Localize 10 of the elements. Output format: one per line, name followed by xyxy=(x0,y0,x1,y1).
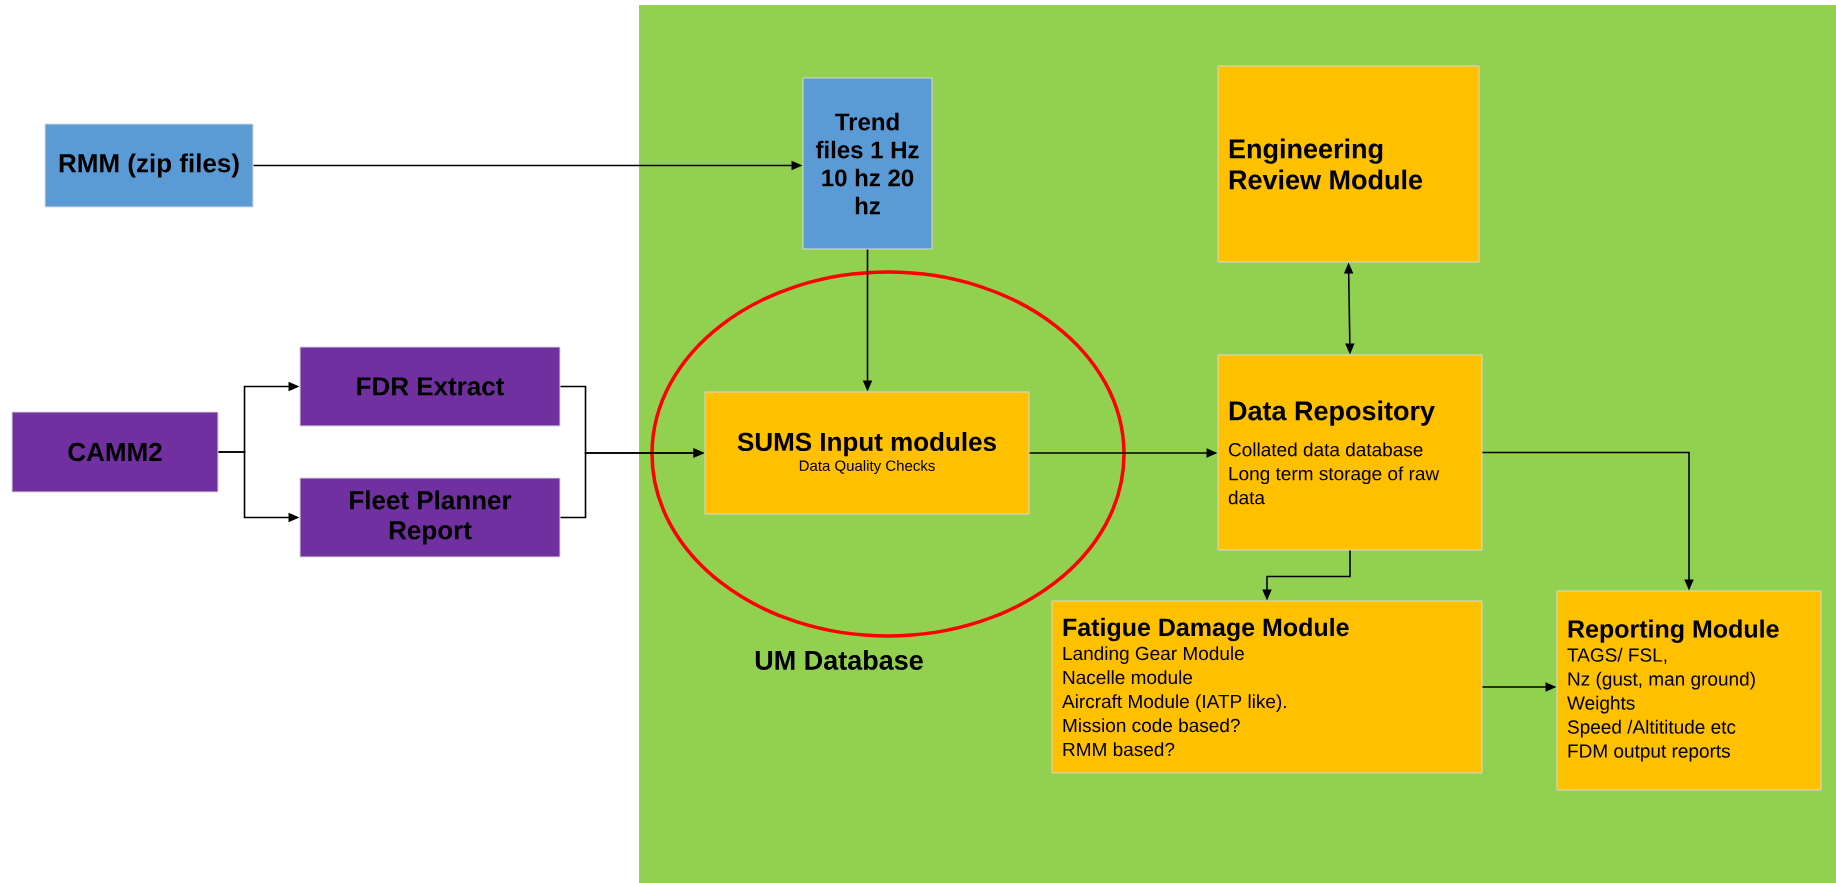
source-box: CAMM2 xyxy=(11,411,219,493)
module-box: Data Repository Collated data database Long term storage of raw data xyxy=(1217,354,1483,551)
process-box: Fleet Planner Report xyxy=(299,477,561,558)
module-box: Fatigue Damage Module Landing Gear Module Nacelle module Aircraft Module (IATP like). Mission code based? RMM based? xyxy=(1051,600,1483,774)
module-box: Engineering Review Module xyxy=(1217,65,1480,263)
file-box: Trend files 1 Hz 10 hz 20 hz xyxy=(802,77,933,250)
module-box: SUMS Input modules Data Quality Checks xyxy=(704,391,1030,515)
module-box: Reporting Module TAGS/ FSL, Nz (gust, man ground) Weights Speed /Altititude etc FDM output reports xyxy=(1556,590,1822,791)
process-box: FDR Extract xyxy=(299,346,561,427)
source-box: RMM (zip files) xyxy=(44,123,254,208)
